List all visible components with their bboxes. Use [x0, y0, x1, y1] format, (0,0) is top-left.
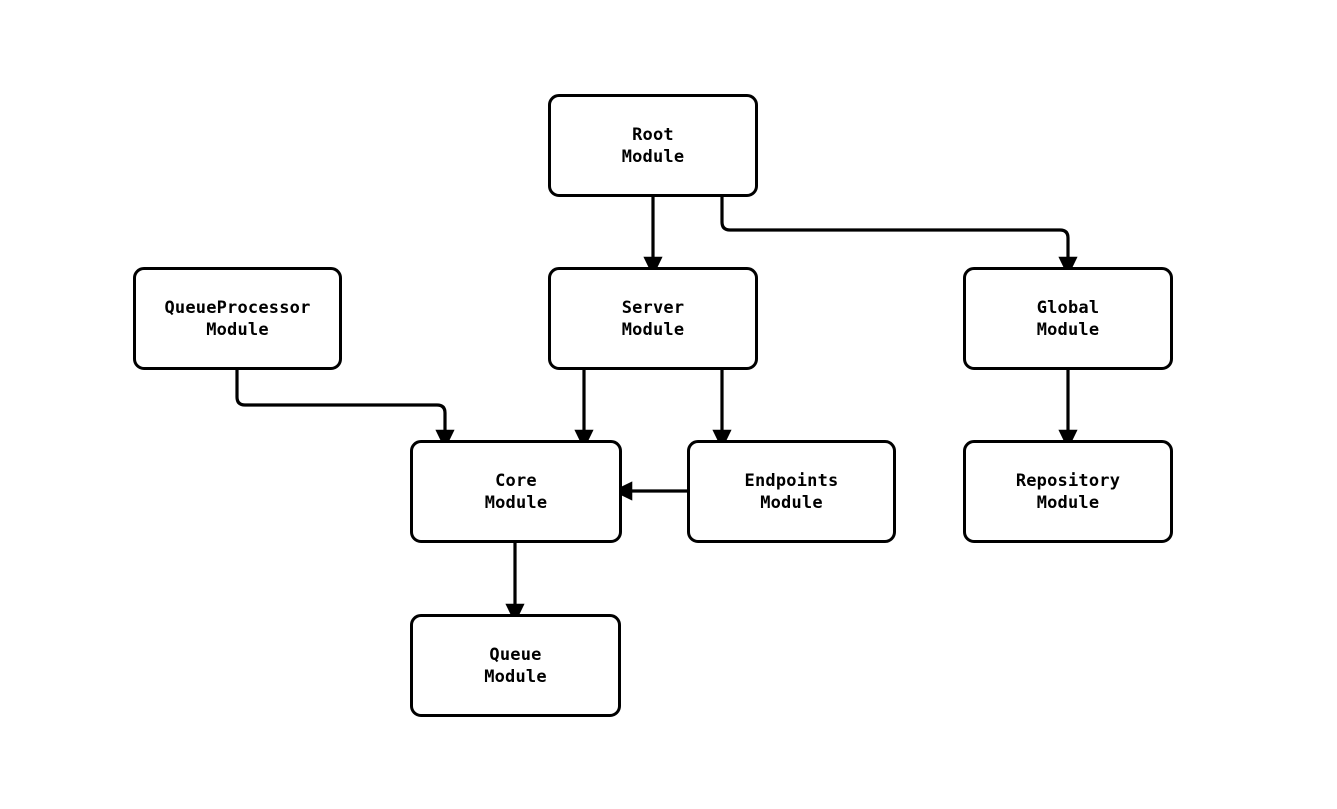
node-core-module-label-line1: Core: [495, 470, 537, 491]
node-repository-module[interactable]: Repository Module: [963, 440, 1173, 543]
node-queueprocessor-module-label-line2: Module: [206, 319, 269, 340]
node-queueprocessor-module[interactable]: QueueProcessor Module: [133, 267, 342, 370]
node-endpoints-module-label-line1: Endpoints: [744, 470, 839, 491]
node-endpoints-module-label-line2: Module: [760, 492, 823, 513]
node-root-module[interactable]: Root Module: [548, 94, 758, 197]
edge-root-to-global: [720, 197, 1078, 277]
node-core-module[interactable]: Core Module: [410, 440, 622, 543]
node-core-module-label-line2: Module: [484, 492, 548, 513]
node-endpoints-module[interactable]: Endpoints Module: [687, 440, 896, 543]
node-global-module[interactable]: Global Module: [963, 267, 1173, 370]
node-repository-module-label-line2: Module: [1036, 492, 1100, 513]
node-queue-module-label-line1: Queue: [489, 644, 542, 665]
node-server-module[interactable]: Server Module: [548, 267, 758, 370]
node-global-module-label-line1: Global: [1036, 297, 1100, 318]
node-repository-module-label-line1: Repository: [1015, 470, 1121, 491]
node-root-module-label-line1: Root: [632, 124, 674, 145]
node-queue-module[interactable]: Queue Module: [410, 614, 621, 717]
node-global-module-label-line2: Module: [1036, 319, 1100, 340]
node-queueprocessor-module-label-line1: QueueProcessor: [164, 297, 311, 318]
node-server-module-label-line1: Server: [621, 297, 685, 318]
node-server-module-label-line2: Module: [621, 319, 685, 340]
edge-queueprocessor-to-core: [235, 370, 455, 450]
node-root-module-label-line2: Module: [621, 146, 685, 167]
node-queue-module-label-line2: Module: [484, 666, 547, 687]
